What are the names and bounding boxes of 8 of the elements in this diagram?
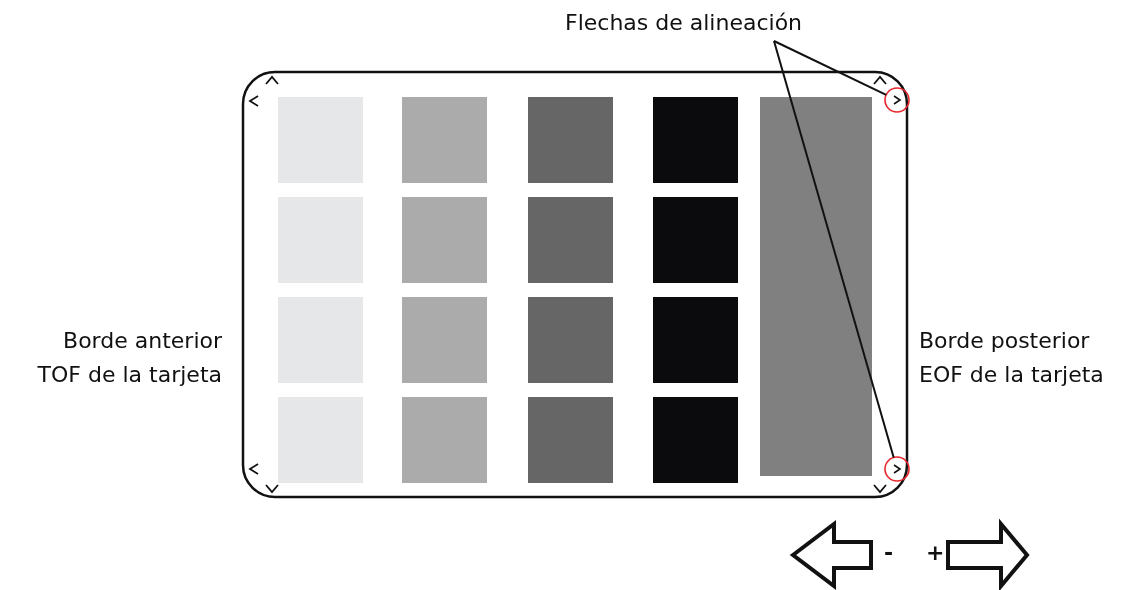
highlight-circle: [884, 87, 910, 113]
highlight-circle: [884, 456, 910, 482]
edge-label-text: Borde posterior EOF de la tarjeta: [919, 327, 1105, 389]
callout-text: Flechas de alineación: [565, 6, 803, 40]
leader-line: [773, 40, 895, 459]
edge-label-text: Borde anterior TOF de la tarjeta: [36, 327, 222, 389]
minus-sign: -: [884, 539, 894, 567]
plus-sign: +: [926, 539, 945, 567]
